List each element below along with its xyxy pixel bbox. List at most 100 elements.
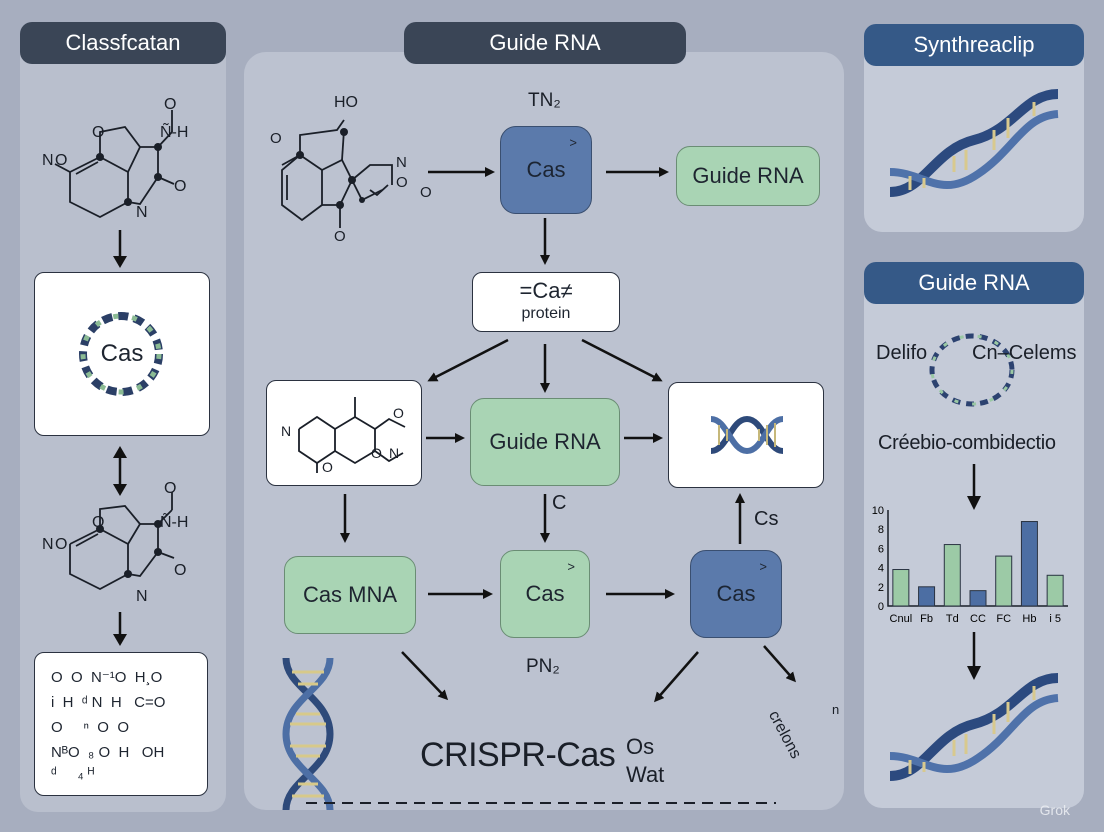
right-arrow-2 <box>967 632 981 680</box>
x-tick-label: Hb <box>1022 613 1036 625</box>
x-tick-label: i 5 <box>1049 613 1061 625</box>
x-tick-label: Cnul <box>890 613 913 625</box>
mol-mid-n2: N <box>389 445 400 461</box>
x-tick-label: CC <box>970 613 986 625</box>
dna-helix-vertical-icon <box>282 657 334 811</box>
cursor-mark-icon: > <box>567 559 575 574</box>
y-tick-label: 8 <box>878 524 884 536</box>
wat-label: Wat <box>626 762 665 787</box>
ca-protein-box: =Ca≠ protein <box>472 272 620 332</box>
mol-mid-o2: O <box>371 445 382 461</box>
dna-helix-bottom-icon <box>889 673 1059 781</box>
crebio-label: Créebio-combidectio <box>878 432 1056 454</box>
mol2-o-ring: O <box>92 514 105 531</box>
bar <box>1046 574 1064 607</box>
mol-top-o4: O <box>270 130 282 147</box>
guide-rna-top-box: Guide RNA <box>676 146 820 206</box>
cas-top-box: Cas > <box>500 126 592 214</box>
cas-box-label: Cas <box>100 340 144 367</box>
x-tick-label: Fb <box>920 613 933 625</box>
mol-mid-o3: O <box>322 459 333 475</box>
mol-mid-n1: N <box>281 423 292 439</box>
y-tick-label: 4 <box>878 563 884 575</box>
watermark: Grok <box>1039 802 1070 818</box>
mol1-o: O <box>164 96 177 113</box>
ca-protein-line1: =Ca≠ <box>519 278 573 303</box>
cas-mid-box: Cas > <box>500 550 590 638</box>
cas-right-box: Cas > <box>690 550 782 638</box>
formula-line-5: ᵈ ₄ ᴴ <box>51 765 95 782</box>
dna-image-box <box>668 382 824 488</box>
mol-mid-o1: O <box>393 405 404 421</box>
left-arrow-2 <box>113 612 127 646</box>
bar <box>995 555 1013 607</box>
cas-right-label: Cas <box>716 581 756 606</box>
mol-top-o2: O <box>420 184 432 201</box>
cas-protein-ring <box>79 312 163 396</box>
mol-top-o3: O <box>334 228 346 245</box>
left-arrow-1 <box>113 230 127 268</box>
os-label: Os <box>626 734 655 759</box>
guide-rna-mid-box: Guide RNA <box>470 398 620 486</box>
mol1-o-left: O <box>55 152 68 169</box>
guide-rna-top-label: Guide RNA <box>692 163 804 188</box>
mol1-n-left: N <box>42 152 54 169</box>
celems-label: Cn–Celems <box>972 342 1077 364</box>
mol2-o: O <box>164 480 177 497</box>
molecule-structure-top <box>281 119 393 228</box>
molecule-structure-1 <box>54 110 175 219</box>
bar <box>892 569 910 607</box>
mol2-nh: Ñ-H <box>160 514 189 531</box>
y-tick-label: 0 <box>878 601 884 613</box>
guide-rna-side-panel <box>864 262 1084 808</box>
rna-ring-icon <box>929 333 1015 407</box>
crispr-cas-title: CRISPR-Cas <box>420 736 616 774</box>
mol-top-n: N <box>396 154 407 171</box>
mol1-n-bottom: N <box>136 204 148 221</box>
x-tick-label: FC <box>996 613 1011 625</box>
mol2-n-left: N <box>42 536 54 553</box>
cas-mna-label: Cas MNA <box>302 582 398 607</box>
ho-label: HO <box>334 94 358 111</box>
bar <box>969 590 987 607</box>
cursor-mark-icon: > <box>759 559 767 574</box>
bar <box>918 586 936 607</box>
bar <box>1020 521 1038 607</box>
c-label: C <box>552 492 567 514</box>
cas-mna-box: Cas MNA <box>284 556 416 634</box>
dna-helix-icon <box>710 415 784 455</box>
mol1-o-ring: O <box>92 124 105 141</box>
cas-complex-box: Cas <box>34 272 210 436</box>
ca-protein-line2: protein <box>521 305 571 322</box>
formula-line-3: O ⁿ O O <box>51 719 129 736</box>
right-arrow-1 <box>967 464 981 510</box>
y-tick-label: 6 <box>878 543 884 555</box>
molecule-structure-mid <box>298 397 406 473</box>
cas-mid-label: Cas <box>525 581 565 606</box>
guide-rna-header: Guide RNA <box>404 22 686 64</box>
formula-line-2: i H ᵈ N H C=O <box>51 694 166 711</box>
n-small-label: n <box>832 702 840 717</box>
molecule-structure-2 <box>69 492 175 591</box>
tn2-label: TN₂ <box>528 90 561 111</box>
dna-helix-large-icon <box>889 89 1059 197</box>
formula-box: O O N⁻¹O H¸O i H ᵈ N H C=O O ⁿ O O NᴮO ₈… <box>34 652 208 796</box>
cursor-mark-icon: > <box>569 135 577 150</box>
y-tick-label: 2 <box>878 582 884 594</box>
cs-label: Cs <box>754 508 779 530</box>
classification-header: Classfcatan <box>20 22 226 64</box>
formula-line-4: NᴮO ₈ O H OH <box>51 744 165 761</box>
guide-rna-mid-label: Guide RNA <box>489 429 601 454</box>
bar <box>943 544 961 607</box>
left-double-arrow <box>113 446 127 496</box>
delifo-label: Delifo <box>876 342 928 364</box>
y-tick-label: 10 <box>872 505 884 517</box>
x-tick-label: Td <box>946 613 959 625</box>
mol2-o-left: O <box>55 536 68 553</box>
molecule-mid-box: N N O O O <box>266 380 422 486</box>
pn2-label: PN₂ <box>526 656 560 677</box>
synthesis-header: Synthreaclip <box>864 24 1084 66</box>
mol-top-o1: O <box>396 174 408 191</box>
